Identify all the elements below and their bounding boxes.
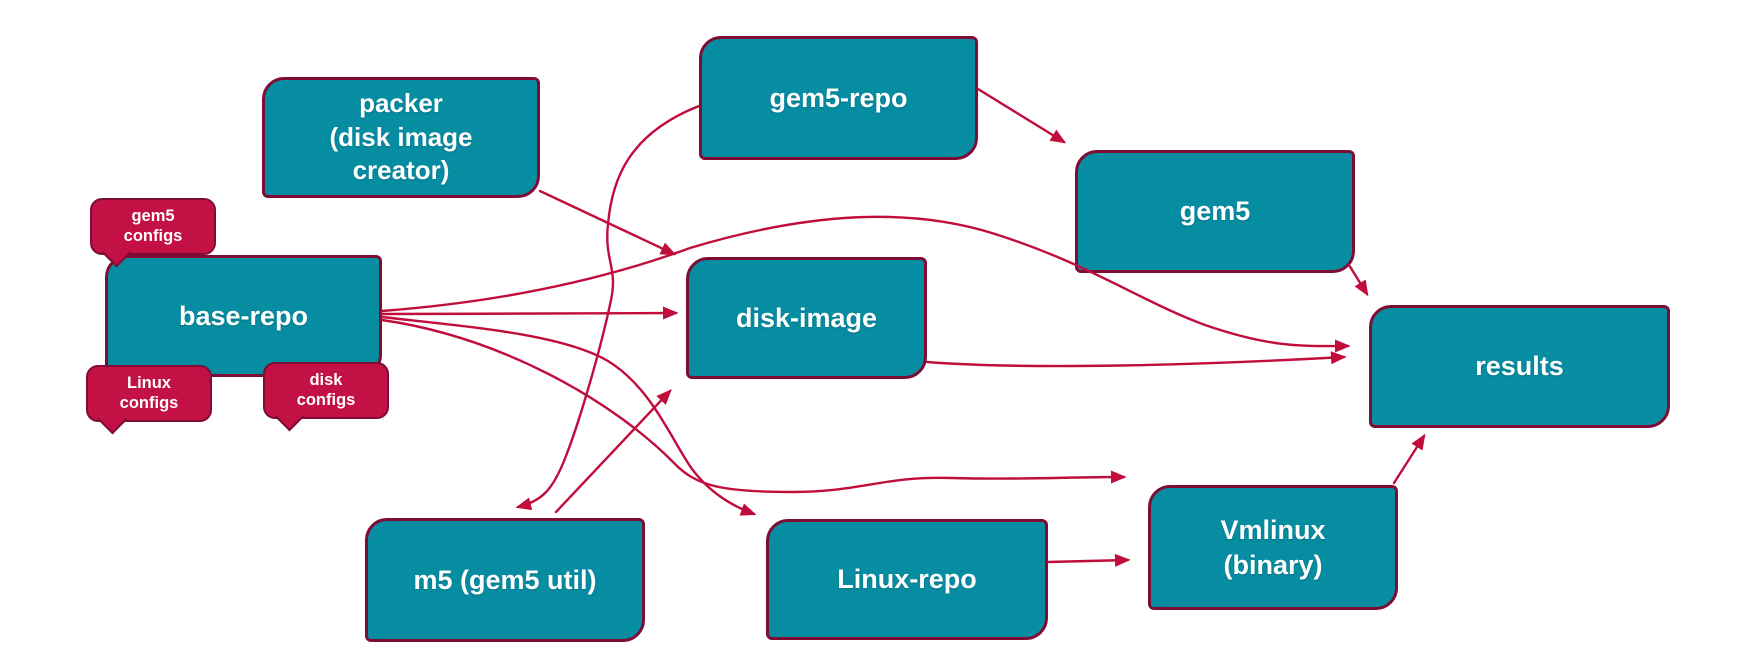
- node-gem5-repo-label: gem5-repo: [769, 82, 908, 113]
- node-results-label: results: [1475, 351, 1564, 382]
- edge-disk-image-to-results: [925, 351, 1347, 368]
- node-vmlinux-label: Vmlinux (binary): [1220, 514, 1326, 580]
- node-linux-repo-label: Linux-repo: [837, 564, 977, 595]
- node-gem5-repo: gem5-repo: [699, 36, 978, 160]
- node-packer: packer (disk image creator): [262, 77, 540, 198]
- node-results: results: [1369, 305, 1670, 428]
- edge-gem5-repo-to-gem5: [976, 87, 1067, 144]
- node-linux-repo: Linux-repo: [766, 519, 1048, 640]
- node-disk-image-label: disk-image: [735, 302, 878, 333]
- edge-base-repo-to-disk-image: [380, 306, 679, 320]
- node-vmlinux: Vmlinux (binary): [1148, 485, 1398, 610]
- node-m5: m5 (gem5 util): [365, 518, 645, 642]
- edge-packer-to-disk-image: [538, 189, 677, 256]
- node-base-repo: base-repo: [105, 255, 382, 377]
- edge-linux-repo-to-vmlinux: [1046, 553, 1131, 567]
- node-disk-image: disk-image: [686, 257, 927, 379]
- edge-gem5-repo-to-m5: [515, 104, 701, 511]
- edge-m5-to-disk-image: [554, 389, 672, 514]
- node-base-repo-label: base-repo: [178, 300, 309, 331]
- node-m5-label: m5 (gem5 util): [413, 564, 597, 595]
- node-packer-label: packer (disk image creator): [329, 87, 473, 186]
- tag-disk-configs-label: disk configs: [296, 371, 356, 409]
- edge-gem5-to-results: [1347, 263, 1369, 297]
- tag-disk-configs: disk configs: [263, 362, 389, 432]
- tag-linux-configs-label: Linux configs: [119, 374, 179, 412]
- tag-gem5-configs: gem5 configs: [90, 198, 216, 268]
- node-gem5-label: gem5: [1179, 196, 1251, 227]
- node-gem5: gem5: [1075, 150, 1355, 273]
- tag-gem5-configs-label: gem5 configs: [123, 207, 183, 245]
- edge-vmlinux-to-results: [1392, 433, 1426, 485]
- tag-linux-configs: Linux configs: [86, 365, 212, 435]
